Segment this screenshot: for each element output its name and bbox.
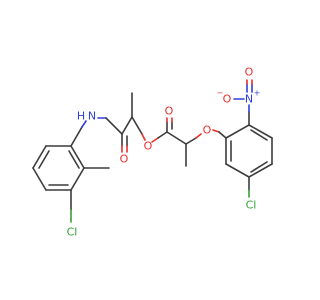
- amide-c-to-ch-bond: [121, 116, 133, 135]
- ch-to-ether-o-bond: [185, 137, 197, 145]
- amide-oxygen-label: O: [120, 153, 129, 166]
- ester-c-to-ch-bond: [166, 131, 187, 145]
- nitro-oxygen-left-label: O: [223, 93, 232, 106]
- ether-o-to-ring-bond-colored: [212, 129, 220, 133]
- chlorine-left-label: Cl: [67, 226, 78, 239]
- ch-to-ether-o-bond-colored: [195, 133, 202, 139]
- chlorine-right-label: Cl: [246, 199, 257, 212]
- nitro-nitrogen-charge: +: [254, 89, 261, 98]
- nitro-oxygen-top-label: O: [245, 66, 254, 79]
- ch-to-ester-o-bond-colored: [141, 133, 146, 141]
- ester-link-oxygen-label: O: [144, 140, 153, 153]
- left-aromatic-ring: [32, 145, 85, 191]
- ester-carbonyl-oxygen-label: O: [165, 105, 174, 118]
- amide-nitrogen-label: N: [88, 110, 96, 123]
- ether-o-to-ring-bond: [218, 131, 227, 139]
- ring-to-nh-bond: [70, 126, 83, 147]
- ch-to-ester-o-bond: [131, 116, 143, 135]
- right-aromatic-ring: [225, 124, 273, 178]
- nh-to-amide-c-bond: [105, 117, 123, 135]
- ring-to-nh-bond-colored: [81, 120, 87, 128]
- molecule-structure: O − N + O N H O O O O Cl Cl: [32, 66, 273, 239]
- nitro-oxygen-left-charge: −: [217, 89, 224, 98]
- ether-oxygen-label: O: [203, 124, 212, 137]
- amide-hydrogen-label: H: [77, 110, 85, 123]
- nitro-nitrogen-label: N: [245, 93, 253, 106]
- ester-o-to-c-bond-colored: [151, 137, 159, 143]
- ester-o-to-c-bond: [157, 131, 168, 139]
